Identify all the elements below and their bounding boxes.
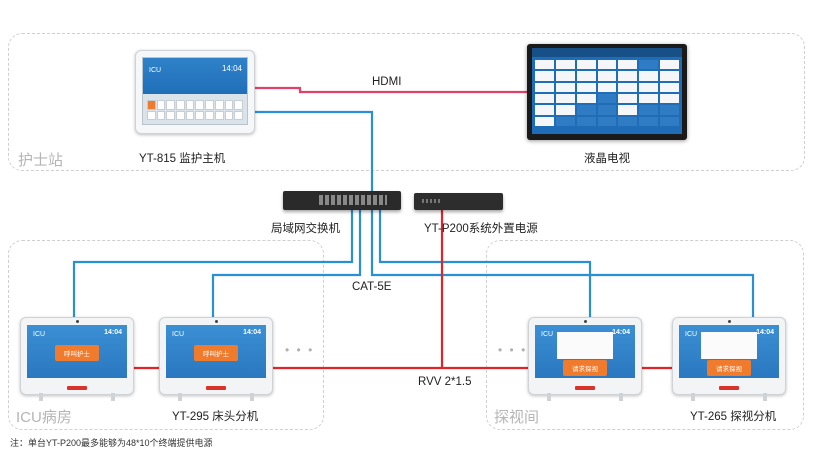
host-screen-time: 14:04: [221, 64, 242, 73]
host-screen: ICU 14:04: [142, 57, 248, 125]
stand-leg: [250, 393, 254, 401]
stand-leg: [691, 393, 695, 401]
footnote: 注：单台YT-P200最多能够为48*10个终端提供电源: [10, 438, 213, 448]
bed-unit-2-time: 14:04: [243, 329, 261, 336]
visit-unit-2-time: 14:04: [756, 329, 774, 336]
rvv-label: RVV 2*1.5: [418, 376, 472, 388]
stand-leg: [619, 393, 623, 401]
call-nurse-button: 呼叫护士: [194, 344, 238, 361]
stand-leg: [763, 393, 767, 401]
visit-unit-2-camera: [727, 320, 731, 323]
tv-screen: [532, 48, 682, 134]
brand-logo: [67, 386, 87, 390]
request-visit-button: 请求探视: [707, 360, 751, 377]
visit-unit-1-screen: ICU 14:04 请求探视: [535, 325, 635, 378]
more-bed-units-ellipsis: • • •: [285, 343, 315, 357]
more-visit-units-ellipsis: • • •: [498, 343, 528, 357]
icu-ward-zone: [8, 240, 324, 430]
bed-unit-2-screen: ICU 14:04 呼叫护士: [166, 325, 266, 378]
yt-815-host-device: ICU 14:04: [135, 50, 255, 134]
visit-unit-1: ICU 14:04 请求探视: [528, 317, 642, 401]
nurse-station-label: 护士站: [18, 152, 64, 169]
hdmi-cable: [253, 86, 527, 94]
bed-unit-1-time: 14:04: [104, 329, 122, 336]
visit-unit-1-time: 14:04: [612, 329, 630, 336]
visit-unit-2-network-cable: [370, 210, 755, 317]
visit-unit-label: YT-265 探视分机: [690, 411, 777, 423]
power-supply-device: [414, 193, 503, 210]
bed-unit-1-network-cable: [72, 210, 354, 317]
brand-logo: [719, 386, 739, 390]
bed-unit-1-camera: [75, 320, 79, 323]
tv-bed-grid: [535, 60, 679, 126]
host-screen-title: ICU: [149, 67, 162, 74]
visit-notice-panel: [701, 332, 757, 359]
stand-leg: [111, 393, 115, 401]
visit-unit-1-title: ICU: [541, 331, 554, 338]
tv-label: 液晶电视: [584, 153, 630, 165]
icu-ward-label: ICU病房: [16, 409, 72, 426]
host-network-cable: [253, 110, 374, 191]
switch-ports: [319, 195, 387, 205]
bed-unit-2-camera: [214, 320, 218, 323]
lan-switch-device: [283, 191, 401, 210]
tv-screen-header: [532, 48, 682, 57]
visit-unit-1-network-cable: [378, 210, 592, 317]
visit-unit-2: ICU 14:04 请求探视: [672, 317, 786, 401]
call-nurse-button: 呼叫护士: [55, 344, 99, 361]
power-supply-label: YT-P200系统外置电源: [424, 223, 538, 235]
bed-unit-1-screen: ICU 14:04 呼叫护士: [27, 325, 127, 378]
lcd-tv-device: [527, 44, 687, 140]
visit-room-label: 探视间: [494, 409, 540, 426]
brand-logo: [206, 386, 226, 390]
brand-logo: [575, 386, 595, 390]
visit-room-zone: [486, 240, 804, 430]
bed-unit-1-title: ICU: [33, 331, 46, 338]
visit-unit-2-title: ICU: [685, 331, 698, 338]
bed-unit-2: ICU 14:04 呼叫护士: [159, 317, 273, 401]
hdmi-label: HDMI: [372, 76, 402, 88]
bed-unit-1: ICU 14:04 呼叫护士: [20, 317, 134, 401]
host-screen-header: [143, 58, 247, 95]
host-label: YT-815 监护主机: [139, 153, 226, 165]
stand-leg: [39, 393, 43, 401]
stand-leg: [178, 393, 182, 401]
cat5e-label: CAT-5E: [352, 281, 392, 293]
visit-unit-1-camera: [583, 320, 587, 323]
psu-vents: [422, 199, 442, 203]
bed-unit-label: YT-295 床头分机: [172, 411, 259, 423]
nurse-station-zone: [8, 33, 805, 171]
bed-unit-2-network-cable: [211, 210, 362, 317]
host-bed-grid: [147, 100, 243, 120]
request-visit-button: 请求探视: [563, 360, 607, 377]
stand-leg: [547, 393, 551, 401]
visit-unit-2-screen: ICU 14:04 请求探视: [679, 325, 779, 378]
visit-notice-panel: [557, 332, 613, 359]
bed-unit-2-title: ICU: [172, 331, 185, 338]
switch-label: 局域网交换机: [271, 223, 340, 235]
